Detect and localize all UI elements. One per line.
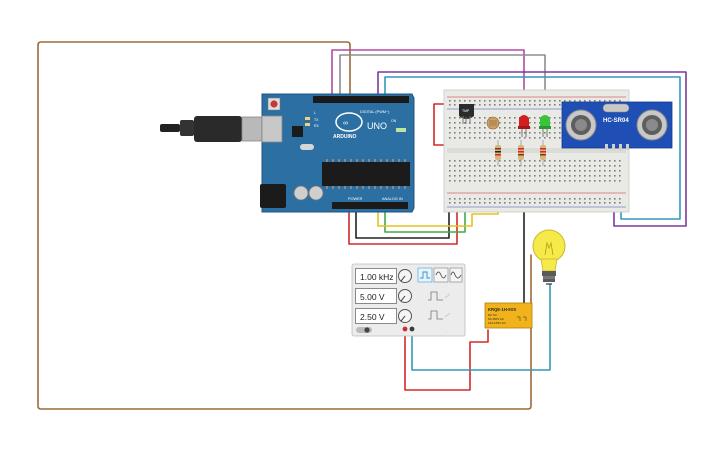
rx-label: RX <box>314 124 320 128</box>
svg-text:· · ·: · · · <box>444 329 450 334</box>
amplitude-knob[interactable] <box>398 289 412 303</box>
relay-line-2: 5A 250V AC <box>488 317 505 321</box>
wire-red-relay[interactable] <box>404 324 489 391</box>
usb-cable[interactable] <box>160 116 277 142</box>
sensor-model-label: HC-SR04 <box>603 118 629 124</box>
triangle-wave-button[interactable] <box>449 267 463 283</box>
resistor-2[interactable] <box>518 140 524 166</box>
l-label: L <box>314 111 316 115</box>
digital-pwm-label: DIGITAL (PWM~) <box>360 110 390 114</box>
wire-magenta[interactable] <box>331 49 525 126</box>
arduino-model-label: UNO <box>367 121 387 131</box>
wire-teal[interactable] <box>384 76 681 220</box>
breadboard-holes <box>449 100 621 204</box>
power-toggle[interactable] <box>356 327 372 333</box>
relay-line-3: 10A 125V AC <box>488 321 507 325</box>
relay[interactable]: KRQE-1H-5VS DC 5V 5A 250V AC 10A 125V AC <box>484 302 533 329</box>
light-bulb[interactable] <box>532 229 566 285</box>
wire-brown-loop[interactable] <box>37 41 532 410</box>
arduino-uno[interactable]: ∞ ARDUINO UNO DIGITAL (PWM~) POWER ANALO… <box>260 93 415 213</box>
power-label: POWER <box>348 197 363 201</box>
resistor-1[interactable] <box>495 140 501 166</box>
led-green[interactable] <box>539 115 551 137</box>
offset-display[interactable]: 2.50 V <box>355 308 397 324</box>
amplitude-display[interactable]: 5.00 V <box>355 288 397 304</box>
resistor-3[interactable] <box>540 140 546 166</box>
temperature-sensor[interactable]: TMP <box>459 104 474 124</box>
svg-text:TMP: TMP <box>462 109 470 113</box>
on-label: ON <box>391 119 397 123</box>
offset-knob[interactable] <box>398 309 412 323</box>
relay-line-1: DC 5V <box>488 313 497 317</box>
wire-teal-lamp[interactable] <box>411 284 551 371</box>
wire-purple[interactable] <box>377 71 687 227</box>
frequency-display[interactable]: 1.00 kHz <box>355 268 397 284</box>
frequency-knob[interactable] <box>398 269 412 283</box>
ultrasonic-sensor[interactable]: HC-SR04 <box>561 101 673 150</box>
arduino-brand-label: ARDUINO <box>333 134 356 140</box>
led-red[interactable] <box>518 115 530 137</box>
tx-label: TX <box>314 118 319 122</box>
sine-wave-button[interactable] <box>433 267 449 283</box>
photoresistor[interactable] <box>486 116 500 130</box>
wave-preview-2 <box>428 310 443 320</box>
analog-in-label: ANALOG IN <box>382 197 403 201</box>
wave-preview-1 <box>428 291 443 301</box>
svg-text:∞: ∞ <box>343 120 348 127</box>
relay-model-label: KRQE-1H-5VS <box>488 307 516 312</box>
square-wave-button[interactable] <box>417 267 433 283</box>
